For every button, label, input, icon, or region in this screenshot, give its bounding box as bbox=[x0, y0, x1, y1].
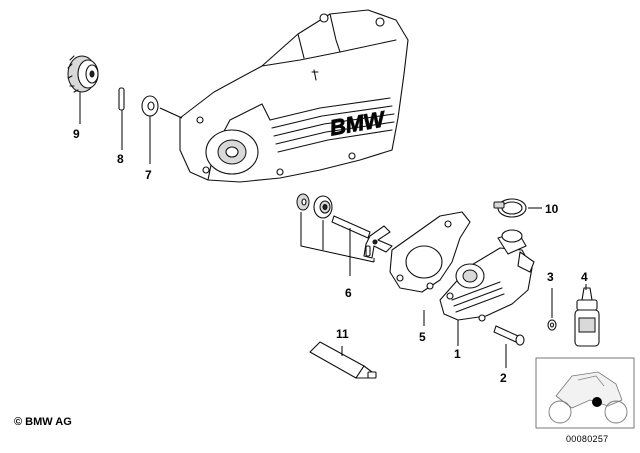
water-pump-cover bbox=[439, 229, 535, 322]
copyright-text: © BMW AG bbox=[14, 416, 72, 428]
location-marker bbox=[592, 397, 602, 407]
part-label-5: 5 bbox=[419, 330, 426, 344]
pump-shaft bbox=[331, 215, 371, 239]
small-pin bbox=[365, 245, 371, 257]
part-label-11: 11 bbox=[336, 327, 349, 341]
part-label-4: 4 bbox=[581, 270, 588, 284]
part-label-3: 3 bbox=[547, 270, 554, 284]
engine-housing bbox=[179, 9, 409, 183]
hose-clamp bbox=[493, 198, 527, 218]
grease-tube bbox=[309, 341, 377, 379]
part-label-10: 10 bbox=[545, 202, 559, 216]
part-label-2: 2 bbox=[500, 371, 507, 385]
sealant-bottle bbox=[574, 287, 600, 347]
part-label-1: 1 bbox=[454, 347, 461, 361]
washer-part bbox=[141, 95, 159, 117]
pump-gasket bbox=[389, 211, 471, 293]
leader-lines bbox=[79, 92, 587, 368]
part-label-8: 8 bbox=[117, 152, 124, 166]
part-label-9: 9 bbox=[73, 127, 80, 141]
part-label-6: 6 bbox=[345, 286, 352, 300]
seal-washer bbox=[547, 319, 557, 331]
part-label-7: 7 bbox=[145, 168, 152, 182]
gear-part bbox=[67, 55, 99, 93]
impeller bbox=[363, 225, 393, 259]
document-number: 00080257 bbox=[566, 434, 609, 444]
pin-part bbox=[118, 87, 125, 111]
motorcycle-thumbnail bbox=[535, 357, 635, 429]
bearing-set bbox=[296, 193, 333, 219]
pump-screw bbox=[493, 325, 525, 346]
